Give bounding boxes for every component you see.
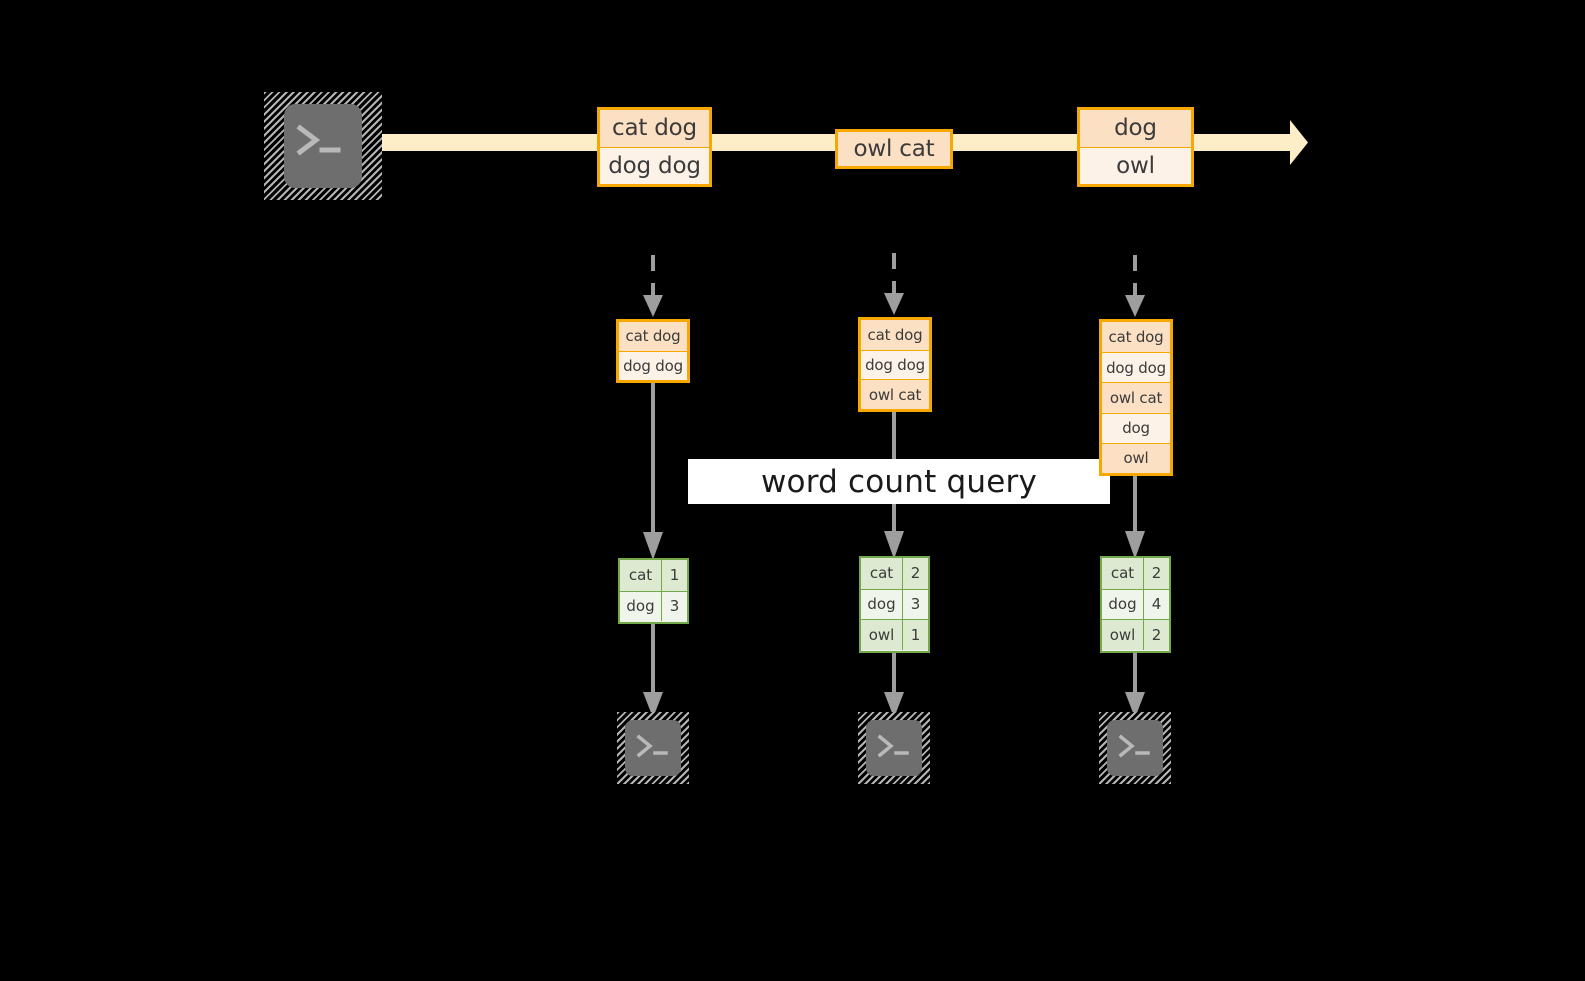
result-count: 3 — [903, 589, 928, 620]
result-row: owl 2 — [1102, 619, 1169, 650]
sink-terminal-icon-2 — [858, 712, 930, 784]
snapshot-record: dog — [1102, 412, 1170, 443]
result-count: 1 — [903, 620, 928, 650]
result-count: 2 — [903, 558, 928, 589]
query-label-band: word count query — [688, 459, 1110, 504]
result-table-2: cat 2 dog 3 owl 1 — [859, 556, 930, 653]
terminal-prompt-glyph — [296, 124, 341, 156]
result-word: owl — [861, 620, 903, 650]
result-count: 1 — [662, 560, 687, 591]
snapshot-record: owl cat — [861, 379, 929, 409]
snapshot-table-2: cat dog dog dog owl cat — [858, 317, 932, 412]
result-table-1: cat 1 dog 3 — [618, 558, 689, 624]
result-count: 4 — [1144, 589, 1169, 620]
snapshot-trigger-arrow-2 — [884, 253, 904, 315]
result-word: dog — [861, 589, 903, 620]
result-word: owl — [1102, 620, 1144, 650]
snapshot-record: dog dog — [1102, 352, 1170, 383]
query-arrow-1 — [643, 380, 663, 560]
result-row: cat 2 — [1102, 558, 1169, 589]
stream-group-2: owl cat — [835, 129, 953, 169]
sink-arrow-1 — [643, 620, 663, 718]
snapshot-record: cat dog — [861, 320, 929, 350]
result-row: owl 1 — [861, 619, 928, 650]
result-word: cat — [861, 558, 903, 589]
sink-terminal-icon-3 — [1099, 712, 1171, 784]
snapshot-record: owl cat — [1102, 382, 1170, 413]
snapshot-record: cat dog — [619, 322, 687, 351]
query-arrow-3 — [1125, 473, 1145, 559]
snapshot-trigger-arrow-1 — [643, 255, 663, 317]
snapshot-record: owl — [1102, 442, 1170, 473]
stream-record: owl — [1080, 146, 1191, 184]
query-label-text: word count query — [760, 463, 1038, 500]
stream-group-1: cat dog dog dog — [597, 107, 712, 187]
snapshot-table-1: cat dog dog dog — [616, 319, 690, 383]
result-row: dog 4 — [1102, 588, 1169, 620]
snapshot-record: cat dog — [1102, 322, 1170, 353]
result-count: 2 — [1144, 558, 1169, 589]
result-row: dog 3 — [861, 588, 928, 620]
sink-terminal-icon-1 — [617, 712, 689, 784]
result-count: 3 — [662, 591, 687, 622]
stream-record: cat dog — [600, 110, 709, 147]
snapshot-record: dog dog — [861, 349, 929, 380]
stream-record: dog dog — [600, 146, 709, 184]
terminal-prompt-glyph — [1118, 734, 1150, 758]
stream-group-3: dog owl — [1077, 107, 1194, 187]
result-word: cat — [620, 560, 662, 591]
terminal-prompt-glyph — [877, 734, 909, 758]
result-row: dog 3 — [620, 590, 687, 622]
stream-record: dog — [1080, 110, 1191, 147]
snapshot-record: dog dog — [619, 350, 687, 380]
result-word: cat — [1102, 558, 1144, 589]
result-row: cat 1 — [620, 560, 687, 591]
result-row: cat 2 — [861, 558, 928, 589]
snapshot-trigger-arrow-3 — [1125, 255, 1145, 317]
stream-record: owl cat — [838, 132, 950, 166]
sink-arrow-3 — [1125, 650, 1145, 718]
result-word: dog — [620, 591, 662, 622]
terminal-prompt-glyph — [636, 734, 668, 758]
sink-arrow-2 — [884, 650, 904, 718]
result-table-3: cat 2 dog 4 owl 2 — [1100, 556, 1171, 653]
source-terminal-icon — [264, 92, 382, 200]
result-count: 2 — [1144, 620, 1169, 650]
snapshot-table-3: cat dog dog dog owl cat dog owl — [1099, 319, 1173, 476]
result-word: dog — [1102, 589, 1144, 620]
